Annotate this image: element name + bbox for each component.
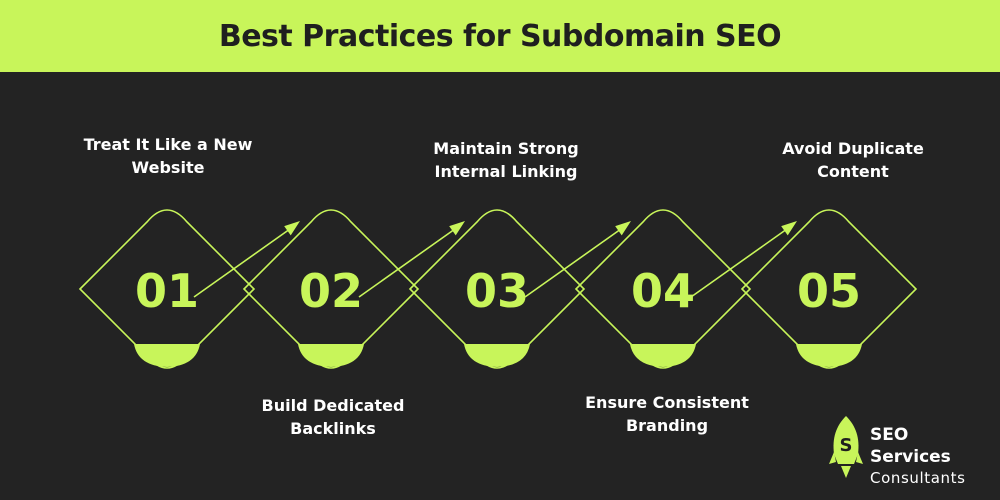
step-02-label: Build Dedicated Backlinks (233, 394, 433, 440)
step-01-label-line1: Treat It Like a New (83, 135, 253, 154)
step-03-label-line1: Maintain Strong (433, 139, 579, 158)
step-05-bowl (796, 344, 862, 367)
step-01-number: 01 (135, 264, 199, 318)
step-02-label-line2: Backlinks (290, 419, 376, 438)
step-03-bowl (464, 344, 530, 367)
logo-line2: Consultants (870, 469, 966, 487)
step-04-label-line1: Ensure Consistent (585, 393, 749, 412)
step-03-number: 03 (465, 264, 529, 318)
step-01-bowl (134, 344, 200, 367)
step-04-number: 04 (631, 264, 695, 318)
step-04-label: Ensure Consistent Branding (567, 391, 767, 437)
step-03-label-line2: Internal Linking (434, 162, 578, 181)
step-01-label: Treat It Like a New Website (68, 133, 268, 179)
page-title: Best Practices for Subdomain SEO (218, 18, 782, 54)
step-05-label-line1: Avoid Duplicate (782, 139, 924, 158)
connector-arrow-3 (524, 223, 629, 298)
logo-line1: SEO Services (870, 425, 951, 467)
title-banner: Best Practices for Subdomain SEO (0, 0, 1000, 72)
step-03-label: Maintain Strong Internal Linking (406, 137, 606, 183)
step-05-label: Avoid Duplicate Content (753, 137, 953, 183)
step-05-number: 05 (797, 264, 861, 318)
step-04-bowl (630, 344, 696, 367)
connector-arrow-4 (690, 223, 795, 298)
step-02-number: 02 (299, 264, 363, 318)
step-02-bowl (298, 344, 364, 367)
step-02-label-line1: Build Dedicated (261, 396, 405, 415)
connector-arrow-2 (358, 223, 463, 298)
connector-arrow-1 (193, 223, 298, 298)
step-01-label-line2: Website (131, 158, 205, 177)
arrowhead-icon (781, 221, 797, 236)
arrowhead-icon (449, 221, 465, 236)
rocket-s-icon: S (829, 416, 863, 478)
brand-logo: S SEO Services Consultants (828, 412, 993, 487)
step-05-label-line2: Content (817, 162, 889, 181)
arrowhead-icon (615, 221, 631, 236)
arrowhead-icon (284, 221, 300, 236)
logo-letter: S (840, 435, 853, 456)
step-04-label-line2: Branding (625, 416, 709, 435)
